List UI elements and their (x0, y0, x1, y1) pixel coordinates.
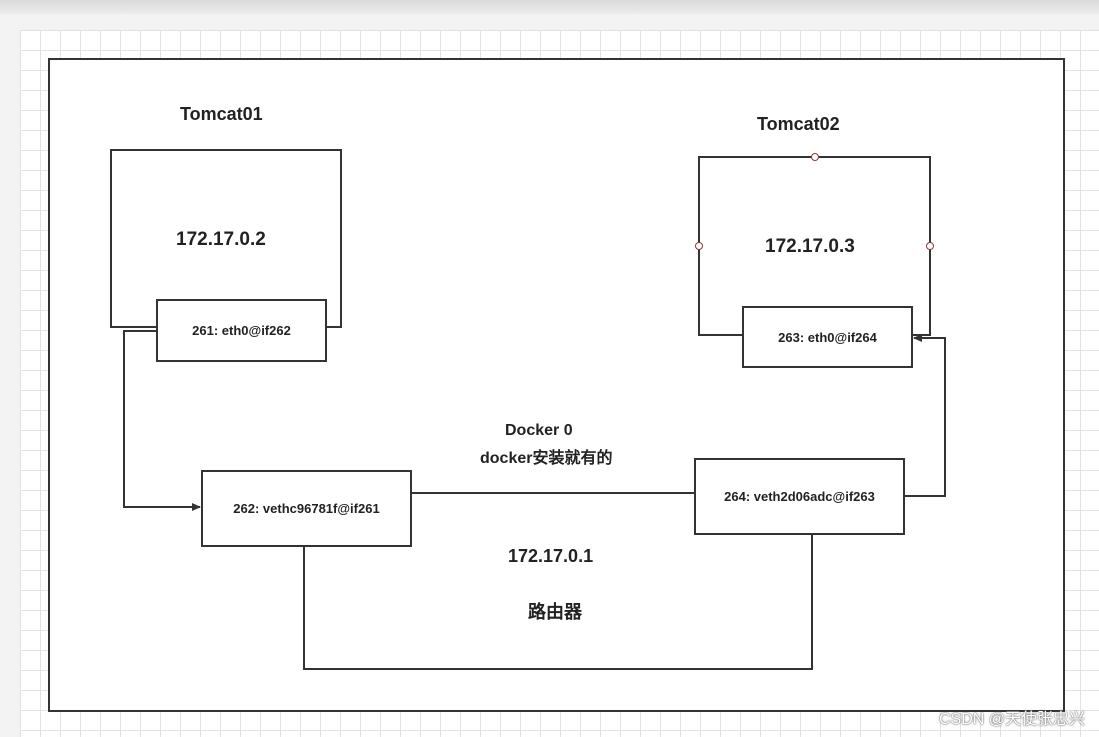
tomcat01-title: Tomcat01 (180, 104, 263, 124)
veth-right-interface[interactable]: 264: veth2d06adc@if263 (694, 458, 905, 535)
veth-left-interface[interactable]: 262: vethc96781f@if261 (201, 470, 412, 547)
tomcat02-eth0-interface[interactable]: 263: eth0@if264 (742, 306, 913, 368)
selection-handle-right[interactable] (926, 242, 934, 250)
link-eth0-tomcat01-to-veth262 (123, 330, 201, 511)
tomcat01-ip: 172.17.0.2 (176, 229, 266, 250)
watermark: CSDN @天使张忠兴 (938, 711, 1085, 728)
docker0-note: docker安装就有的 (480, 450, 613, 467)
docker0-name: Docker 0 (505, 422, 573, 439)
selection-handle-top[interactable] (811, 153, 819, 161)
tomcat01-eth0-interface[interactable]: 261: eth0@if262 (156, 299, 327, 362)
router-ip: 172.17.0.1 (508, 546, 594, 566)
diagram-frame (48, 58, 1065, 712)
link-veth264-to-eth0-tomcat02 (903, 334, 946, 497)
window-top-bar (0, 0, 1099, 14)
router-label: 路由器 (528, 602, 582, 622)
router-bus (303, 530, 813, 670)
tomcat02-ip: 172.17.0.3 (765, 236, 855, 257)
selection-handle-left[interactable] (695, 242, 703, 250)
tomcat02-title: Tomcat02 (757, 114, 840, 134)
